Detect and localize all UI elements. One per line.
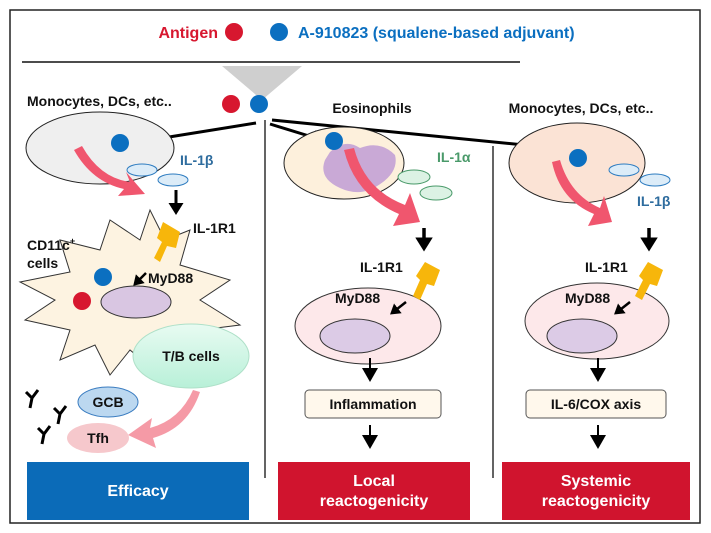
gcb-cell bbox=[77, 386, 139, 418]
arrow-to-right-cell bbox=[271, 118, 558, 155]
outcome-label: Systemic bbox=[561, 473, 631, 490]
antigen-dot-icon bbox=[222, 95, 240, 113]
cytokine-label: IL-1β bbox=[180, 152, 214, 168]
adjuvant-label: A-910823 (squalene-based adjuvant) bbox=[298, 25, 575, 42]
middle-column: Eosinophils IL-1α IL-1R1 MyD88 Inflammat… bbox=[278, 100, 471, 520]
systemic-reactogenicity-box bbox=[502, 462, 690, 520]
left-column: Monocytes, DCs, etc.. IL-1β IL-1R1 CD11c… bbox=[18, 93, 250, 520]
myd88-arrow-icon bbox=[390, 301, 407, 315]
tb-cells bbox=[132, 323, 250, 389]
outcome-label: reactogenicity bbox=[542, 493, 651, 510]
adaptor-label: MyD88 bbox=[335, 290, 380, 306]
antibody-icons bbox=[24, 389, 68, 445]
efficacy-box bbox=[27, 462, 249, 520]
tfh-label: Tfh bbox=[87, 430, 109, 446]
myd88-arrow-icon bbox=[614, 301, 631, 315]
adaptor-label: MyD88 bbox=[565, 290, 610, 306]
adjuvant-dot-icon bbox=[270, 23, 288, 41]
cell-title: Monocytes, DCs, etc.. bbox=[509, 100, 654, 116]
cytokine-label: IL-1α bbox=[437, 149, 471, 165]
antigen-label: Antigen bbox=[158, 25, 218, 42]
il1b-vesicle bbox=[157, 173, 189, 187]
inflammation-box bbox=[304, 389, 442, 419]
receptor-label: IL-1R1 bbox=[585, 259, 628, 275]
local-reactogenicity-box bbox=[278, 462, 470, 520]
tfh-cell bbox=[67, 423, 129, 453]
outcome-label: reactogenicity bbox=[320, 493, 429, 510]
il1b-vesicle bbox=[608, 163, 640, 177]
adjuvant-dot-icon bbox=[94, 268, 112, 286]
cell-title: Monocytes, DCs, etc.. bbox=[27, 93, 172, 109]
cytokine-label: IL-1β bbox=[637, 193, 671, 209]
adjuvant-dot-icon bbox=[325, 132, 343, 150]
receptor-label: IL-1R1 bbox=[360, 259, 403, 275]
pink-curved-arrow-icon bbox=[552, 160, 612, 226]
gcb-label: GCB bbox=[92, 394, 123, 410]
adjuvant-dot-icon bbox=[569, 149, 587, 167]
right-column: Monocytes, DCs, etc.. IL-1β IL-1R1 MyD88… bbox=[502, 100, 690, 520]
outcome-label: Local bbox=[353, 473, 395, 490]
il1b-vesicle bbox=[126, 163, 158, 177]
cell-title: Eosinophils bbox=[332, 100, 412, 116]
antibody-icon bbox=[36, 425, 52, 445]
pink-curved-arrow-icon bbox=[344, 148, 420, 226]
il6-cox-box bbox=[525, 389, 667, 419]
adjuvant-dot-icon bbox=[111, 134, 129, 152]
antibody-icon bbox=[52, 405, 68, 425]
process-label: Inflammation bbox=[329, 396, 416, 412]
process-label: IL-6/COX axis bbox=[551, 396, 641, 412]
il1a-vesicle bbox=[419, 185, 453, 201]
gray-down-arrow-icon bbox=[222, 66, 302, 100]
nucleus bbox=[319, 318, 391, 354]
cd11c-label-cells: cells bbox=[27, 255, 58, 271]
receptor-label: IL-1R1 bbox=[193, 220, 236, 236]
adaptor-label: MyD88 bbox=[148, 270, 193, 286]
il1b-vesicle bbox=[639, 173, 671, 187]
pink-curved-arrow-icon bbox=[128, 390, 200, 448]
il1r1-receptor-icon bbox=[635, 262, 663, 300]
legend: Antigen A-910823 (squalene-based adjuvan… bbox=[158, 23, 575, 42]
myd88-arrow-icon bbox=[133, 272, 147, 286]
antigen-dot-icon bbox=[225, 23, 243, 41]
outcome-label: Efficacy bbox=[107, 483, 168, 500]
il1r1-receptor-icon bbox=[413, 262, 440, 300]
il1r1-receptor-icon bbox=[154, 222, 180, 262]
antigen-dot-icon bbox=[73, 292, 91, 310]
pink-curved-arrow-icon bbox=[74, 146, 145, 196]
cd11c-label: CD11c+ bbox=[27, 236, 75, 253]
tb-cells-label: T/B cells bbox=[162, 348, 220, 364]
nucleus bbox=[100, 285, 172, 319]
antibody-icon bbox=[24, 389, 40, 409]
nucleus bbox=[546, 318, 618, 354]
adjuvant-dot-icon bbox=[250, 95, 268, 113]
il1a-vesicle bbox=[397, 169, 431, 185]
